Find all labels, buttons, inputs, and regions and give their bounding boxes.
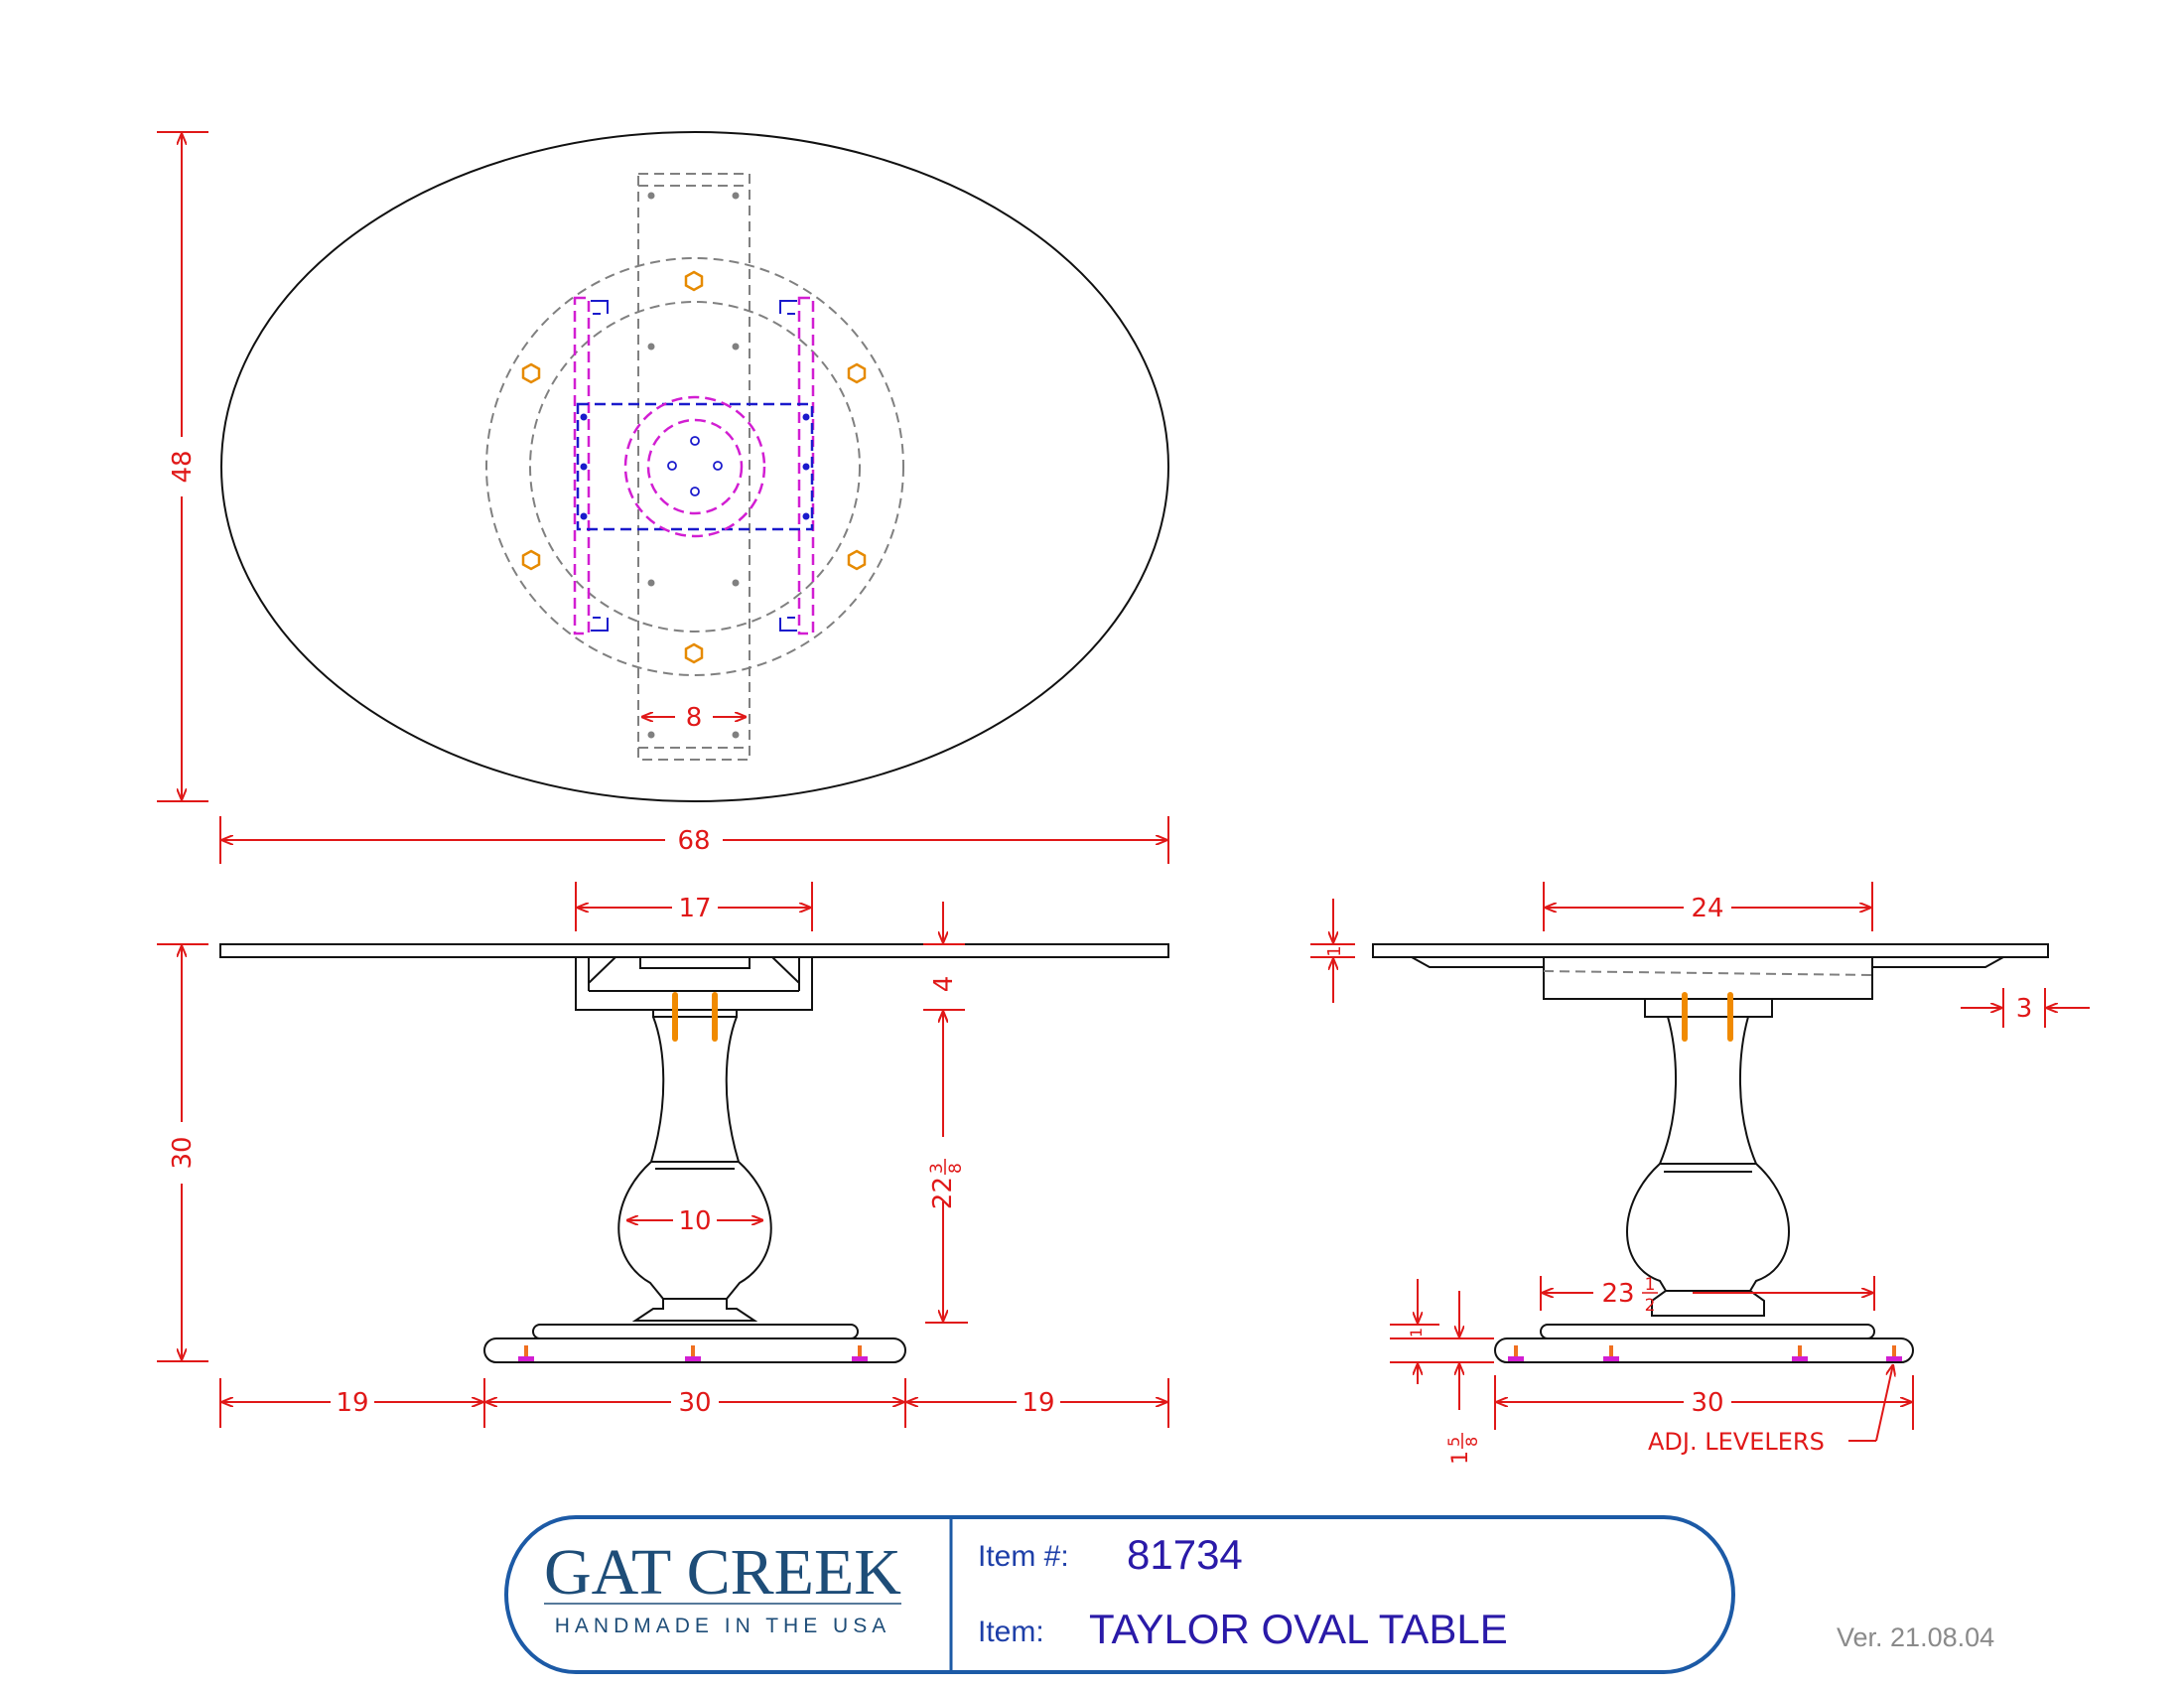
front-elevation: 17 4 22 3 8 10 30 19 <box>157 882 1169 1428</box>
side-base-foot <box>1494 1337 1914 1363</box>
clip-brackets <box>591 300 797 632</box>
svg-text:1: 1 <box>1645 1275 1656 1295</box>
apron-depth-dimension: 4 <box>929 976 959 993</box>
table-top-outline <box>220 131 1169 802</box>
side-base-plinth <box>1540 1324 1875 1339</box>
top-thickness-dimension: 1 <box>1324 945 1345 956</box>
side-top-bevel <box>1411 956 2004 968</box>
side-column-cap <box>1644 998 1773 1018</box>
item-number-label: Item #: <box>978 1540 1069 1573</box>
svg-text:1: 1 <box>1448 1451 1473 1465</box>
side-table-top <box>1372 943 2049 958</box>
base-outer-hidden <box>485 257 904 676</box>
bulb-width-dimension: 10 <box>678 1206 711 1236</box>
svg-text:2: 2 <box>1645 1296 1656 1316</box>
svg-text:22: 22 <box>928 1177 958 1209</box>
slot-screws <box>647 192 740 739</box>
apron-corner-block <box>588 956 616 984</box>
front-table-top <box>219 943 1169 958</box>
base-span-dimension: 23 1 2 <box>1601 1275 1658 1316</box>
base-length-side-dimension: 30 <box>1691 1388 1723 1418</box>
svg-text:3: 3 <box>927 1163 947 1174</box>
apron-front-dimension: 17 <box>678 894 711 923</box>
table-height-dimension: 30 <box>168 1136 198 1169</box>
base-overhang-left-dimension: 19 <box>336 1388 368 1418</box>
apron-cleat <box>639 956 751 969</box>
levelers-callout: ADJ. LEVELERS <box>1648 1428 1825 1456</box>
item-name-value: TAYLOR OVAL TABLE <box>1089 1606 1508 1652</box>
brand-tagline: HANDMADE IN THE USA <box>555 1615 890 1637</box>
top-width-dimension: 68 <box>677 826 710 856</box>
brand-logo: GAT CREEK HANDMADE IN THE USA <box>544 1536 901 1637</box>
side-elevation: 24 1 3 23 1 2 30 <box>1310 882 2090 1465</box>
hex-nut-icons <box>521 270 867 664</box>
foot-height-dimension: 1 5 8 <box>1444 1433 1481 1465</box>
side-apron <box>1543 956 1873 1000</box>
base-overhang-right-dimension: 19 <box>1022 1388 1054 1418</box>
apron-rail-right <box>797 296 815 635</box>
front-pedestal-column <box>617 1016 772 1322</box>
leveler-icons <box>518 1345 868 1361</box>
title-block-frame <box>504 1515 1735 1674</box>
column-bolt-holes <box>667 436 723 496</box>
apron-rail-left <box>573 296 591 635</box>
side-pedestal-column <box>1626 1016 1790 1317</box>
mounting-plate-hidden <box>576 402 814 531</box>
item-name-label: Item: <box>978 1616 1044 1648</box>
leveler-icons <box>1508 1345 1902 1361</box>
top-depth-dimension: 48 <box>168 450 198 483</box>
svg-text:5: 5 <box>1444 1437 1463 1447</box>
item-number-value: 81734 <box>1127 1531 1243 1578</box>
plan-view: 8 48 68 <box>157 131 1169 864</box>
brand-name: GAT CREEK <box>544 1536 901 1609</box>
center-slot-hidden <box>637 173 751 761</box>
side-apron-hidden-line <box>1543 970 1873 976</box>
front-base-plinth <box>532 1324 859 1339</box>
apron-side-dimension: 24 <box>1691 894 1723 923</box>
base-length-front-dimension: 30 <box>678 1388 711 1418</box>
pedestal-height-dimension: 22 3 8 <box>927 1159 966 1209</box>
plinth-height-dimension: 1 <box>1407 1328 1426 1337</box>
slot-width-dimension: 8 <box>686 703 703 733</box>
svg-text:23: 23 <box>1601 1279 1634 1309</box>
column-outer-hidden <box>623 395 766 538</box>
column-cap <box>652 1009 738 1018</box>
base-inner-hidden <box>529 301 861 633</box>
column-inner-hidden <box>646 418 744 515</box>
title-block: GAT CREEK HANDMADE IN THE USA Item #: 81… <box>504 1515 1735 1674</box>
svg-text:8: 8 <box>946 1163 966 1174</box>
apron-corner-block <box>771 956 800 984</box>
front-apron <box>575 956 813 1011</box>
apron-inset-dimension: 3 <box>2016 994 2033 1024</box>
plate-screws <box>580 413 810 520</box>
version-label: Ver. 21.08.04 <box>1837 1622 1994 1652</box>
svg-text:8: 8 <box>1462 1437 1481 1447</box>
